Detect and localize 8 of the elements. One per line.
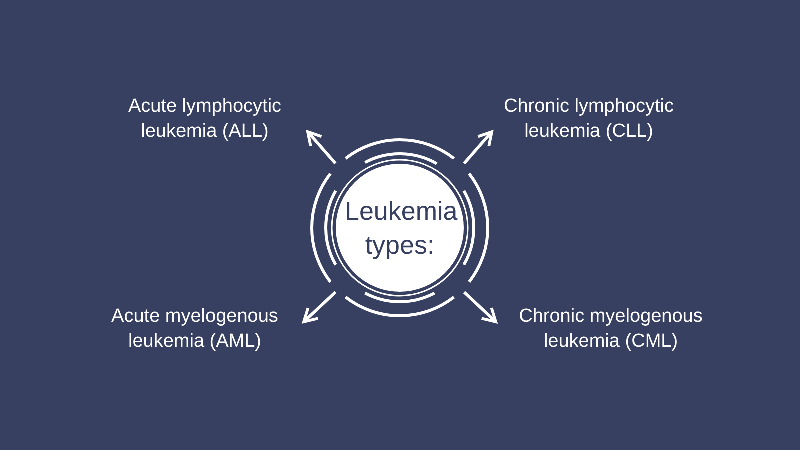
arrow xyxy=(306,130,337,165)
type-label: Acute myelogenous leukemia (AML) xyxy=(110,305,280,354)
arrow xyxy=(302,291,337,324)
arrow xyxy=(463,130,494,165)
type-label: Chronic lymphocytic leukemia (CLL) xyxy=(503,95,675,144)
arrow xyxy=(463,291,498,324)
type-label: Chronic myelogenous leukemia (CML) xyxy=(518,305,704,354)
type-label: Acute lymphocytic leukemia (ALL) xyxy=(127,95,283,144)
